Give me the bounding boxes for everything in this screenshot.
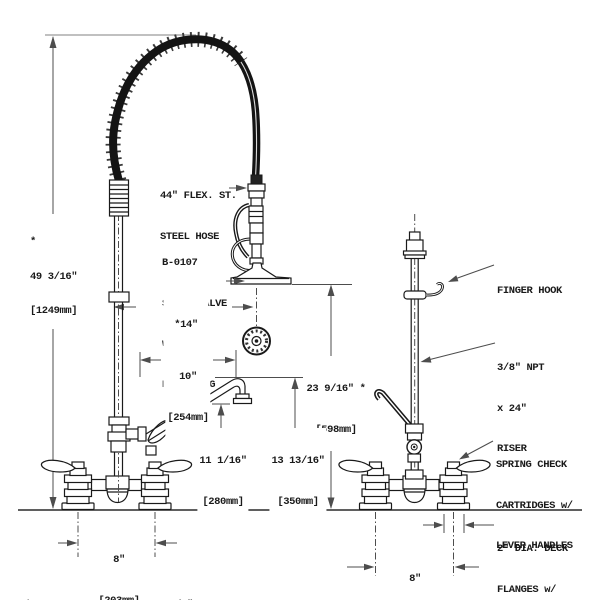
dim-inlet-centers-right: 8" [203mm] — [392, 546, 438, 600]
spray-valve — [230, 174, 292, 356]
footnote-marker: * — [30, 236, 36, 248]
label-flex-hose: 44" FLEX. ST. STEEL HOSE — [160, 190, 237, 243]
dim-spout-height: 13 13/16" [350mm] — [269, 428, 327, 523]
label-deck-flanges: 2" DIA. DECK FLANGES w/ 1/2" NPT FEMALE … — [497, 543, 568, 596]
dim-spout-clearance: 11 1/16" [280mm] — [197, 428, 249, 523]
hanging-spray-valve — [374, 389, 424, 480]
dimension-lines — [45, 34, 494, 576]
right-faucet-unit — [338, 214, 491, 511]
dim-spout-length: 10" [254mm] — [165, 344, 211, 439]
dim-inlet-centers-left: 8" [203mm] — [96, 527, 142, 600]
flex-hose-arc — [105, 31, 261, 217]
hose-spring — [108, 179, 130, 217]
finger-hook — [403, 282, 444, 300]
label-finger-hook: FINGER HOOK — [497, 285, 562, 297]
spray-face — [242, 326, 271, 356]
dim-overall-height: * 49 3/16" [1249mm] — [28, 214, 80, 329]
label-spring-check: SPRING CHECK CARTRIDGES w/ LEVER HANDLES — [496, 459, 573, 552]
footnote: * DIMENSIONS MAY VARY ± 1/2" ON EACH INS… — [25, 572, 319, 600]
hang-ring — [231, 238, 254, 271]
squeeze-lever — [234, 204, 250, 258]
leader-lines — [226, 184, 496, 460]
dim-valve-height: 23 9/16" * [598mm] — [304, 356, 368, 451]
label-riser: 3/8" NPT x 24" RISER — [497, 362, 545, 455]
